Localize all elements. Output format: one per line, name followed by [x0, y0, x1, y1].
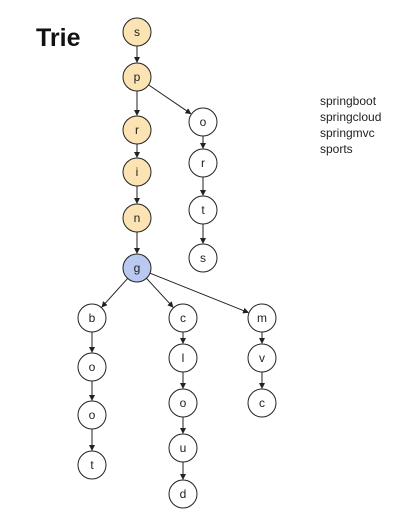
trie-node-g: g: [122, 253, 152, 283]
trie-node-u: u: [168, 433, 198, 463]
node-circle: [168, 388, 198, 418]
node-label: o: [200, 115, 207, 129]
trie-node-t2: t: [188, 195, 218, 225]
node-label: o: [89, 360, 96, 374]
node-label: s: [134, 25, 140, 39]
node-circle: [188, 195, 218, 225]
trie-node-m: m: [247, 303, 277, 333]
edge-g-m: [149, 272, 250, 314]
node-circle: [77, 352, 107, 382]
trie-node-bo1: o: [77, 352, 107, 382]
trie-node-r: r: [122, 115, 152, 145]
node-circle: [122, 157, 152, 187]
node-circle: [168, 303, 198, 333]
word-item: springmvc: [320, 126, 375, 140]
node-label: m: [257, 311, 267, 325]
word-item: springcloud: [320, 110, 382, 124]
trie-node-bt: t: [77, 450, 107, 480]
node-circle: [122, 17, 152, 47]
node-label: r: [135, 123, 139, 137]
node-circle: [188, 107, 218, 137]
node-circle: [188, 243, 218, 273]
diagram-title: Trie: [36, 24, 81, 52]
node-label: r: [201, 156, 205, 170]
node-label: t: [90, 458, 94, 472]
edges: [89, 46, 265, 480]
edge-p-o1: [148, 84, 192, 115]
trie-node-bo2: o: [77, 400, 107, 430]
trie-node-i: i: [122, 157, 152, 187]
trie-node-co: o: [168, 388, 198, 418]
node-circle: [122, 62, 152, 92]
trie-node-p: p: [122, 62, 152, 92]
node-label: t: [201, 203, 205, 217]
node-label: l: [182, 351, 185, 365]
trie-node-c: c: [168, 303, 198, 333]
trie-node-s2: s: [188, 243, 218, 273]
node-label: v: [259, 351, 265, 365]
node-circle: [247, 343, 277, 373]
node-circle: [188, 148, 218, 178]
node-label: u: [180, 441, 187, 455]
node-label: d: [180, 487, 187, 501]
node-label: s: [200, 251, 206, 265]
node-circle: [168, 479, 198, 509]
node-circle: [77, 303, 107, 333]
node-circle: [122, 115, 152, 145]
node-label: o: [89, 408, 96, 422]
trie-node-n: n: [122, 203, 152, 233]
trie-node-v: v: [247, 343, 277, 373]
edge-g-b: [101, 278, 129, 308]
trie-node-mc: c: [247, 388, 277, 418]
node-label: c: [180, 311, 186, 325]
trie-node-s0: s: [122, 17, 152, 47]
nodes: s p r i n g o r t s b o o t c l o u d m v c: [77, 17, 277, 509]
node-circle: [247, 388, 277, 418]
word-item: sports: [320, 142, 353, 156]
node-label: g: [134, 261, 141, 275]
node-label: c: [259, 396, 265, 410]
node-label: o: [180, 396, 187, 410]
trie-node-l: l: [168, 343, 198, 373]
trie-node-b: b: [77, 303, 107, 333]
node-circle: [122, 253, 152, 283]
trie-node-o1: o: [188, 107, 218, 137]
node-circle: [77, 450, 107, 480]
node-circle: [77, 400, 107, 430]
node-circle: [168, 433, 198, 463]
node-circle: [247, 303, 277, 333]
node-circle: [168, 343, 198, 373]
node-circle: [122, 203, 152, 233]
word-list: springboot springcloud springmvc sports: [320, 93, 381, 157]
node-label: n: [134, 211, 141, 225]
word-item: springboot: [320, 94, 377, 108]
node-label: i: [136, 165, 139, 179]
trie-node-d: d: [168, 479, 198, 509]
node-label: b: [89, 311, 96, 325]
node-label: p: [134, 70, 141, 84]
edge-g-c: [146, 277, 174, 308]
trie-node-r2: r: [188, 148, 218, 178]
